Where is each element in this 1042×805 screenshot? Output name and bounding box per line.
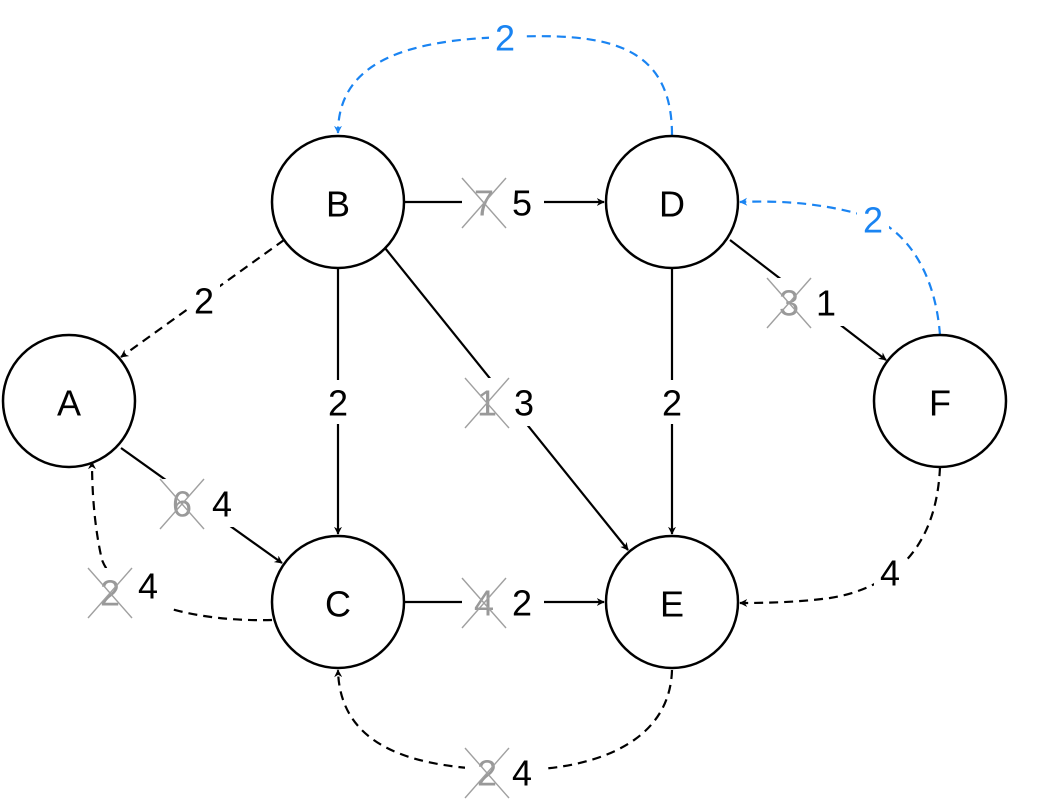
edge-b-a: [120, 239, 285, 358]
edge-label-a-c: 64: [159, 478, 244, 530]
node-label: F: [929, 383, 951, 424]
node-a[interactable]: A: [1, 333, 137, 469]
weight: 2: [512, 583, 532, 624]
label-background: [188, 278, 220, 322]
label-background: [656, 380, 688, 424]
edge-label-d-b: 2: [489, 15, 521, 59]
label-background: [462, 178, 544, 226]
node-label: B: [326, 184, 350, 225]
label-background: [88, 568, 170, 616]
label-background: [465, 378, 546, 426]
node-c[interactable]: C: [270, 534, 406, 670]
edge-label-c-e: 42: [461, 577, 544, 629]
nodes-layer: A B C D E F: [1, 134, 1008, 670]
weight: 3: [514, 383, 534, 424]
edge-label-b-c: 2: [322, 380, 354, 424]
weight: 2: [194, 281, 214, 322]
weight: 4: [512, 753, 532, 794]
edge-label-f-e: 4: [874, 550, 906, 594]
node-label: D: [659, 184, 685, 225]
weight: 2: [328, 383, 348, 424]
weight: 5: [512, 183, 532, 224]
node-label: C: [325, 584, 351, 625]
strike-line: [464, 377, 510, 429]
edge-label-c-a: 24: [87, 566, 170, 619]
weight: 4: [138, 566, 158, 607]
node-label: E: [660, 584, 684, 625]
edge-f-d: [739, 197, 942, 336]
node-f[interactable]: F: [872, 333, 1008, 469]
node-e[interactable]: E: [604, 534, 740, 670]
weight: 1: [816, 283, 836, 324]
strike-line: [464, 747, 510, 799]
label-background: [767, 278, 848, 326]
label-background: [462, 578, 544, 626]
edge-label-d-e: 2: [656, 380, 688, 424]
label-background: [322, 380, 354, 424]
weight: 2: [495, 18, 515, 59]
label-background: [465, 748, 544, 796]
node-b[interactable]: B: [270, 134, 406, 270]
weight: 2: [662, 383, 682, 424]
node-circle: [604, 534, 740, 670]
node-circle: [872, 333, 1008, 469]
label-background: [857, 197, 889, 241]
node-circle: [270, 134, 406, 270]
edge-labels-layer: 75221323122642442244: [87, 15, 906, 799]
edge-f-e: [739, 466, 942, 607]
edge-label-d-f: 31: [766, 277, 848, 329]
strike-line: [159, 478, 205, 530]
node-circle: [270, 534, 406, 670]
weight: 4: [212, 484, 232, 525]
node-d[interactable]: D: [604, 134, 740, 270]
strike-line: [87, 567, 133, 619]
edge-label-b-a: 2: [188, 278, 220, 322]
edge-label-e-c: 24: [464, 747, 544, 799]
weight: 4: [880, 553, 900, 594]
label-background: [874, 550, 906, 594]
edge-label-f-d: 2: [857, 197, 889, 241]
node-circle: [604, 134, 740, 270]
label-background: [489, 15, 521, 59]
strike-line: [461, 577, 507, 629]
edge-label-b-e: 13: [464, 377, 546, 429]
strike-line: [461, 177, 507, 229]
edge-label-b-d: 75: [461, 177, 544, 229]
label-background: [160, 479, 244, 527]
node-circle: [1, 333, 137, 469]
weight: 2: [863, 200, 883, 241]
strike-line: [766, 277, 812, 329]
node-label: A: [57, 383, 81, 424]
